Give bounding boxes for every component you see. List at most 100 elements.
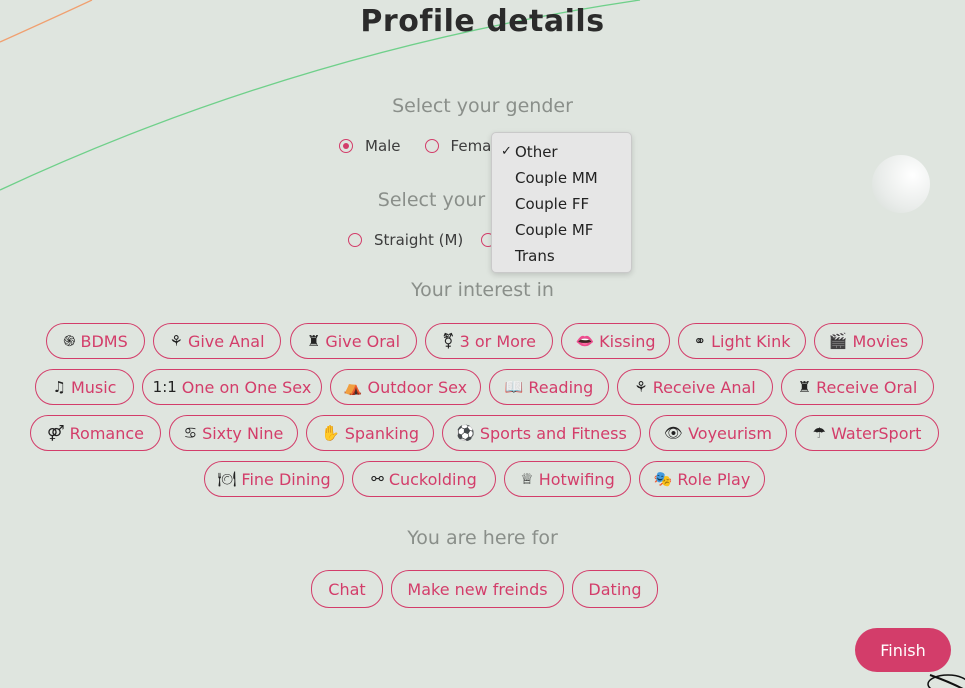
purpose-chip-chat[interactable]: Chat [311, 570, 383, 608]
interest-chip-sixty-nine[interactable]: ♋Sixty Nine [169, 415, 298, 451]
interests-heading: Your interest in [411, 279, 554, 301]
chip-label: One on One Sex [181, 377, 312, 397]
orientation-options: Straight (M) [348, 231, 521, 249]
interest-chip-receive-oral[interactable]: ♜Receive Oral [781, 369, 934, 405]
chip-label: Receive Anal [652, 377, 756, 397]
bdsm-icon: ֍ [63, 331, 76, 350]
interest-chip-watersport[interactable]: ☂WaterSport [795, 415, 939, 451]
hotwife-icon: ♕ [520, 469, 534, 488]
chip-label: Hotwifing [538, 469, 615, 489]
purpose-chip-make-new-friends[interactable]: Make new freinds [391, 570, 564, 608]
role-play-icon: 🎭 [653, 469, 673, 488]
chip-label: Movies [852, 331, 909, 351]
one-on-one-icon: 1:1 [152, 377, 177, 396]
dropdown-item-couple-mm[interactable]: Couple MM [492, 165, 631, 191]
chip-label: Fine Dining [241, 469, 331, 489]
chip-label: Kissing [599, 331, 656, 351]
interest-chip-spanking[interactable]: ✋Spanking [306, 415, 434, 451]
interest-chip-fine-dining[interactable]: 🍽Fine Dining [204, 461, 344, 497]
voyeur-icon: 👁 [664, 423, 684, 442]
dropdown-item-label: Other [515, 143, 558, 161]
chip-label: Sports and Fitness [479, 423, 627, 443]
chip-label: Spanking [344, 423, 419, 443]
finish-button[interactable]: Finish [855, 628, 951, 672]
dropdown-item-trans[interactable]: Trans [492, 243, 631, 269]
book-icon: 📖 [504, 377, 524, 396]
chip-label: Light Kink [711, 331, 791, 351]
gender-heading: Select your gender [392, 95, 573, 117]
dropdown-item-label: Couple MF [515, 221, 594, 239]
cuckold-icon: ⚯ [371, 469, 384, 488]
interest-chip-receive-anal[interactable]: ⚘Receive Anal [617, 369, 773, 405]
interest-chip-bdms[interactable]: ֍BDMS [46, 323, 145, 359]
chip-label: Music [70, 377, 117, 397]
interest-chip-movies[interactable]: 🎬Movies [814, 323, 923, 359]
interest-chip-sports-and-fitness[interactable]: ⚽Sports and Fitness [442, 415, 641, 451]
interest-chip-hotwifing[interactable]: ♕Hotwifing [504, 461, 631, 497]
give-oral-icon: ♜ [306, 331, 321, 350]
group-icon: ⚧ [442, 331, 455, 350]
give-anal-icon: ⚘ [169, 331, 183, 350]
chip-label: Romance [69, 423, 144, 443]
interest-chip-reading[interactable]: 📖Reading [489, 369, 609, 405]
chip-label: Make new freinds [407, 579, 548, 599]
interest-chip-role-play[interactable]: 🎭Role Play [639, 461, 765, 497]
chip-label: Chat [328, 579, 366, 599]
radio-label: Male [365, 137, 401, 155]
gender-radio-male[interactable]: Male [339, 137, 401, 155]
interest-chip-light-kink[interactable]: ⚭Light Kink [678, 323, 806, 359]
sixty-nine-icon: ♋ [183, 423, 198, 442]
dropdown-item-label: Couple MM [515, 169, 598, 187]
interest-chip-give-anal[interactable]: ⚘Give Anal [153, 323, 281, 359]
interest-chip-give-oral[interactable]: ♜Give Oral [290, 323, 417, 359]
decorative-orb [872, 155, 930, 213]
gender-dropdown-menu[interactable]: ✓ Other Couple MM Couple FF Couple MF Tr… [491, 132, 632, 273]
chip-label: Sixty Nine [202, 423, 284, 443]
radio-unchecked-icon [348, 233, 362, 247]
radio-checked-icon [339, 139, 353, 153]
watersport-icon: ☂ [812, 423, 827, 442]
checkmark-icon: ✓ [501, 144, 512, 159]
interest-chip-3-or-more[interactable]: ⚧3 or More [425, 323, 553, 359]
chip-label: Voyeurism [688, 423, 772, 443]
interest-chip-outdoor-sex[interactable]: ⛺Outdoor Sex [330, 369, 481, 405]
interest-chip-kissing[interactable]: 👄Kissing [561, 323, 670, 359]
chip-label: Give Oral [325, 331, 401, 351]
receive-oral-icon: ♜ [797, 377, 812, 396]
couple-icon: ⚤ [47, 423, 65, 442]
radio-unchecked-icon [424, 139, 439, 153]
purpose-chip-dating[interactable]: Dating [572, 570, 658, 608]
dropdown-item-couple-ff[interactable]: Couple FF [492, 191, 631, 217]
chip-label: WaterSport [831, 423, 922, 443]
radio-label: Straight (M) [374, 231, 464, 249]
interest-chip-voyeurism[interactable]: 👁Voyeurism [649, 415, 787, 451]
page-title: Profile details [360, 4, 605, 39]
dropdown-item-label: Couple FF [515, 195, 590, 213]
receive-anal-icon: ⚘ [634, 377, 648, 396]
orientation-heading: Select your [377, 189, 486, 211]
interest-chip-music[interactable]: ♫Music [35, 369, 134, 405]
dropdown-item-couple-mf[interactable]: Couple MF [492, 217, 631, 243]
handcuffs-icon: ⚭ [693, 331, 707, 350]
interest-chip-romance[interactable]: ⚤Romance [30, 415, 161, 451]
dropdown-item-other[interactable]: ✓ Other [492, 139, 631, 165]
chip-label: Cuckolding [388, 469, 477, 489]
chip-label: BDMS [80, 331, 128, 351]
lips-icon: 👄 [575, 331, 595, 350]
outdoor-icon: ⛺ [343, 377, 363, 396]
chip-label: Receive Oral [816, 377, 918, 397]
chip-label: Dating [588, 579, 642, 599]
chip-label: Reading [528, 377, 594, 397]
chip-label: Role Play [677, 469, 751, 489]
dining-icon: 🍽 [217, 469, 237, 488]
dropdown-item-label: Trans [515, 247, 555, 265]
interest-chip-cuckolding[interactable]: ⚯Cuckolding [352, 461, 496, 497]
fitness-icon: ⚽ [456, 423, 475, 442]
spanking-icon: ✋ [321, 423, 340, 442]
clapperboard-icon: 🎬 [828, 331, 848, 350]
purpose-heading: You are here for [407, 527, 558, 549]
chip-label: 3 or More [459, 331, 536, 351]
orientation-radio-straight[interactable]: Straight (M) [348, 231, 463, 249]
chip-label: Outdoor Sex [367, 377, 468, 397]
